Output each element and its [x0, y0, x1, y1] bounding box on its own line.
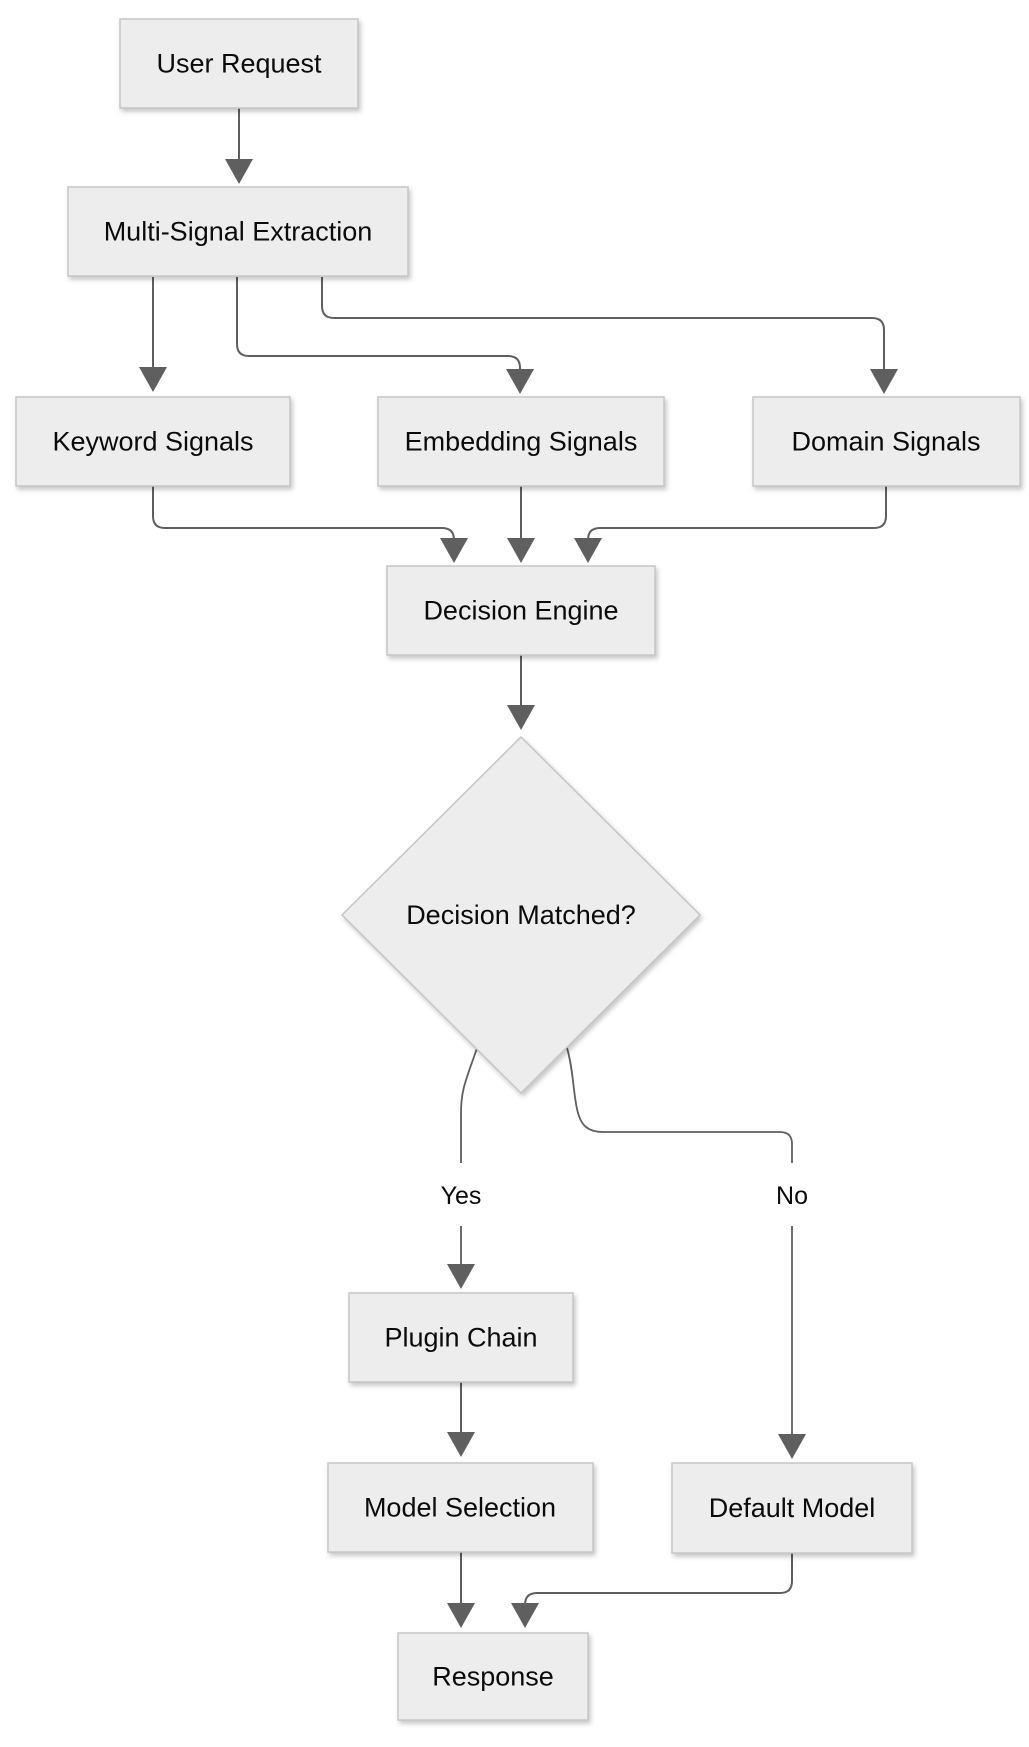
node-label-embedding-signals: Embedding Signals [405, 427, 638, 457]
edge-label-no: No [776, 1182, 808, 1210]
arrowhead-embedding-into-decision-engine [507, 538, 535, 563]
node-box-keyword-signals [15, 396, 291, 487]
arrowhead-into-embedding-signals [506, 369, 534, 394]
edge-domain-signals-to-decision-engine [587, 486, 887, 541]
arrowhead-into-domain-signals [870, 369, 898, 394]
node-plugin-chain: Plugin Chain [348, 1292, 574, 1383]
edges [139, 108, 898, 1628]
arrowhead-into-default-model [778, 1434, 806, 1459]
node-label-domain-signals: Domain Signals [791, 427, 980, 457]
node-label-plugin-chain: Plugin Chain [384, 1323, 537, 1353]
node-decision-matched: Decision Matched? [340, 735, 702, 1095]
node-box-model-selection [327, 1462, 594, 1553]
node-box-user-request [119, 18, 359, 109]
node-user-request: User Request [119, 18, 359, 109]
arrowhead-into-plugin-chain [447, 1264, 475, 1289]
node-label-decision-matched: Decision Matched? [406, 900, 636, 930]
node-box-default-model [671, 1462, 913, 1554]
node-label-keyword-signals: Keyword Signals [52, 427, 253, 457]
arrowhead-domain-into-decision-engine [574, 538, 602, 563]
node-box-embedding-signals [377, 396, 665, 487]
node-default-model: Default Model [671, 1462, 913, 1554]
arrowhead-model-selection-into-response [447, 1603, 475, 1628]
node-embedding-signals: Embedding Signals [377, 396, 665, 487]
node-box-multi-signal-extraction [67, 186, 409, 277]
node-response: Response [397, 1632, 589, 1721]
node-box-plugin-chain [348, 1292, 574, 1383]
edge-multi-signal-to-embedding-signals [236, 277, 521, 371]
node-domain-signals: Domain Signals [752, 396, 1021, 487]
edge-no-upper-segment [566, 1047, 793, 1163]
node-decision-engine: Decision Engine [386, 565, 656, 656]
arrowhead-keyword-into-decision-engine [440, 538, 468, 563]
edge-yes-upper-segment [460, 1047, 478, 1163]
node-diamond-decision-matched [340, 735, 702, 1095]
node-multi-signal-extraction: Multi-Signal Extraction [67, 186, 409, 277]
arrowhead-default-model-into-response [511, 1603, 539, 1628]
node-label-response: Response [432, 1662, 554, 1692]
node-box-decision-engine [386, 565, 656, 656]
node-label-user-request: User Request [156, 49, 322, 79]
node-keyword-signals: Keyword Signals [15, 396, 291, 487]
arrowhead-into-keyword-signals [139, 367, 167, 392]
node-box-response [397, 1632, 589, 1721]
node-label-default-model: Default Model [709, 1493, 876, 1523]
edge-keyword-signals-to-decision-engine [152, 486, 455, 541]
node-label-decision-engine: Decision Engine [423, 596, 618, 626]
arrowhead-into-decision-matched [507, 705, 535, 730]
arrowhead-into-model-selection [447, 1432, 475, 1457]
node-label-model-selection: Model Selection [364, 1493, 556, 1523]
arrowhead-into-multi-signal-extraction [225, 159, 253, 184]
node-box-domain-signals [752, 396, 1021, 487]
node-label-multi-signal-extraction: Multi-Signal Extraction [104, 217, 373, 247]
edge-label-yes: Yes [441, 1182, 482, 1210]
edge-default-model-to-response [524, 1553, 793, 1606]
edge-multi-signal-to-domain-signals [321, 277, 885, 371]
node-model-selection: Model Selection [327, 1462, 594, 1553]
